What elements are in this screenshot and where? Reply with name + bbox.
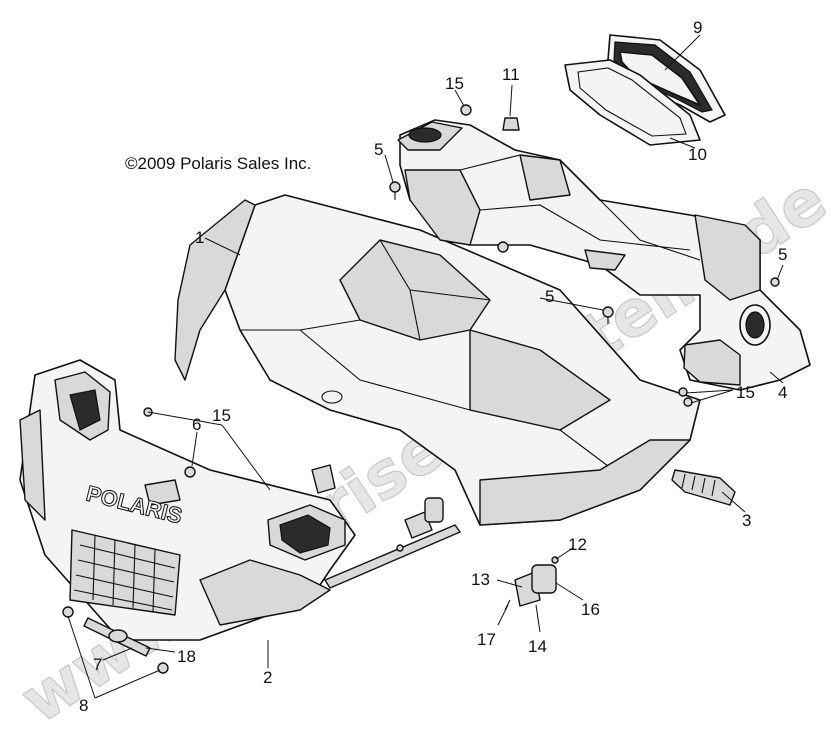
callout-12: 12 (568, 535, 587, 554)
window-gasket (564, 59, 701, 146)
callout-5c: 5 (778, 245, 787, 264)
callout-17: 17 (477, 630, 496, 649)
copyright-text: ©2009 Polaris Sales Inc. (125, 154, 311, 173)
callout-labels: 1 2 3 4 5 5 5 6 7 8 9 10 11 12 13 14 15 … (79, 18, 787, 715)
callout-18: 18 (177, 647, 196, 666)
callout-15a: 15 (445, 74, 464, 93)
callout-15b: 15 (212, 406, 231, 425)
callout-11: 11 (502, 65, 520, 84)
front-grille-panel: POLARIS (19, 359, 356, 641)
callout-5a: 5 (374, 140, 383, 159)
callout-4: 4 (778, 383, 787, 402)
grab-handle (671, 469, 736, 506)
callout-2: 2 (263, 668, 272, 687)
callout-13: 13 (471, 570, 490, 589)
callout-6: 6 (192, 415, 201, 434)
hood-panel (174, 194, 701, 526)
callout-9: 9 (693, 18, 702, 37)
callout-3: 3 (742, 511, 751, 530)
callout-10: 10 (688, 145, 707, 164)
leader-lines (67, 34, 784, 699)
callout-14: 14 (528, 637, 547, 656)
callout-8: 8 (79, 696, 88, 715)
callout-1: 1 (195, 228, 204, 247)
mount-bracket (514, 564, 557, 607)
callout-15c: 15 (736, 383, 755, 402)
gauge-window (607, 34, 726, 123)
callout-16: 16 (581, 600, 600, 619)
small-rod (83, 617, 151, 657)
support-rod (311, 464, 461, 589)
dash-assembly (397, 119, 811, 391)
callout-5b: 5 (545, 287, 554, 306)
callout-7: 7 (93, 655, 102, 674)
